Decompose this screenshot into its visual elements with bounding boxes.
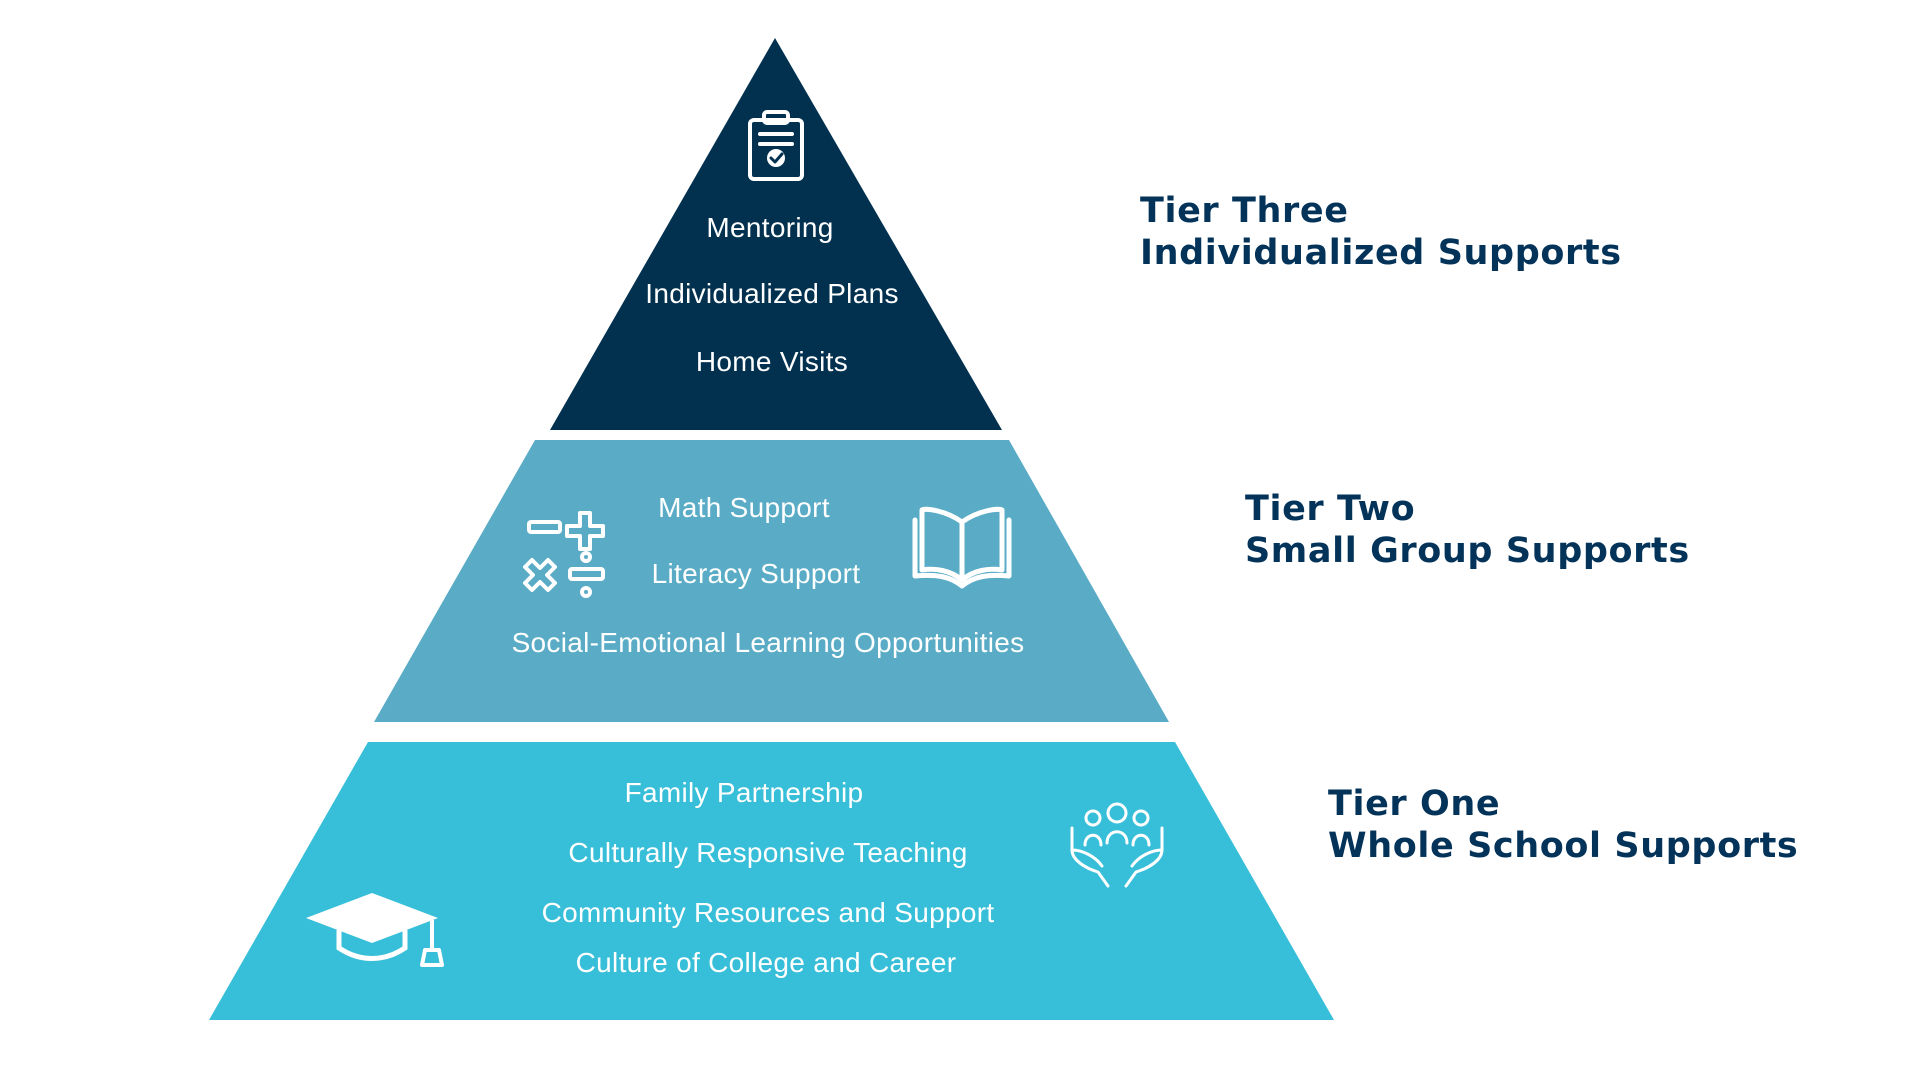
tier-one-item: Culturally Responsive Teaching [568,837,967,868]
tier-three-subtitle: Individualized Supports [1140,233,1622,273]
tier-three-item: Home Visits [696,346,848,377]
open-book-icon [912,506,1012,589]
tier-two-item: Social-Emotional Learning Opportunities [512,627,1025,658]
tier-one-item: Family Partnership [625,777,864,808]
tier-three-band [550,38,1002,430]
graduation-cap-icon [306,893,444,967]
tier-two-band [374,440,1169,722]
tier-two-name: Tier Two [1245,489,1416,529]
tier-two-label: Tier Two Small Group Supports [1245,488,1690,572]
community-hands-icon [1070,802,1164,888]
tier-one-subtitle: Whole School Supports [1328,826,1799,866]
tier-two-item: Literacy Support [652,558,861,589]
tier-one-label: Tier One Whole School Supports [1328,783,1798,867]
tier-one-band [209,742,1334,1020]
tier-three-label: Tier Three Individualized Supports [1140,190,1622,274]
math-symbols-icon [523,511,605,598]
tier-three-item: Mentoring [706,212,833,243]
tier-one-item: Culture of College and Career [576,947,957,978]
tier-three-name: Tier Three [1140,191,1349,231]
tier-one-name: Tier One [1328,784,1501,824]
tier-two-subtitle: Small Group Supports [1245,531,1690,571]
tier-one-item: Community Resources and Support [542,897,995,928]
tier-two-item: Math Support [658,492,830,523]
tier-three-item: Individualized Plans [645,278,899,309]
clipboard-check-icon [748,110,804,181]
